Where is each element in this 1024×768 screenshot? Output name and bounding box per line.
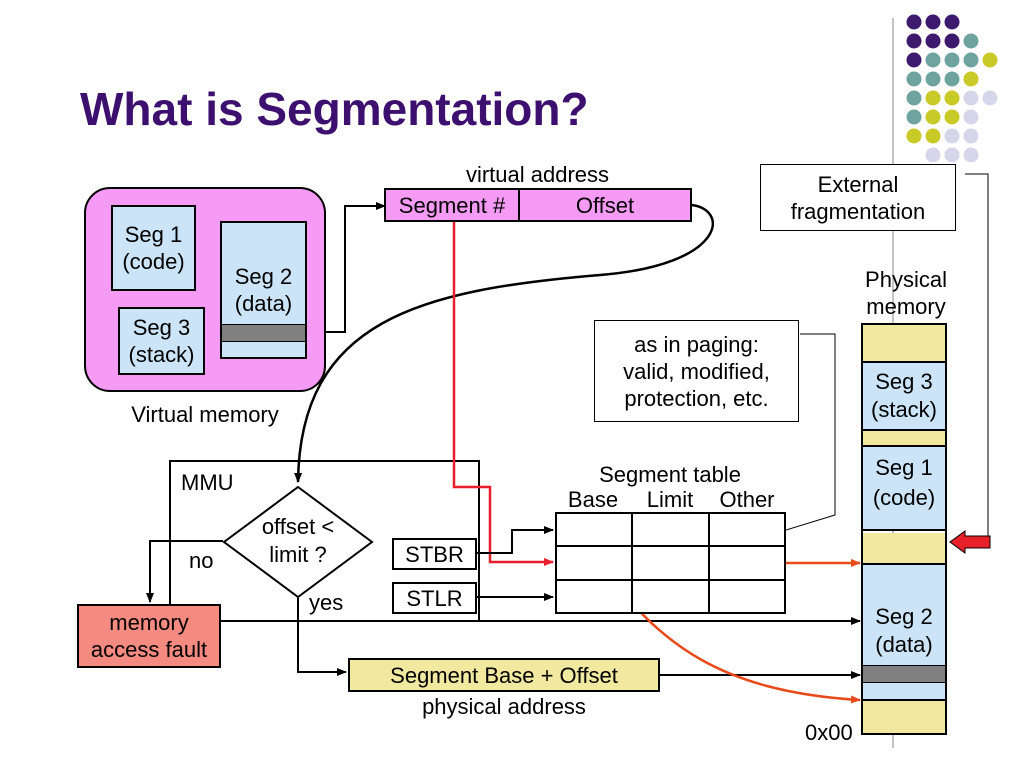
decorative-dot bbox=[963, 147, 979, 162]
fragmentation-note-connector bbox=[965, 173, 989, 540]
arrow-vm-to-segment bbox=[307, 202, 386, 333]
paging-note-connector bbox=[759, 333, 836, 539]
segment-table-header-limit: Limit bbox=[646, 487, 694, 512]
phys-seg3: Seg 3 (stack) bbox=[863, 363, 945, 431]
decorative-dot bbox=[925, 14, 941, 30]
stlr-register: STLR bbox=[392, 582, 477, 614]
decorative-dot bbox=[906, 33, 922, 49]
decorative-dot bbox=[925, 90, 941, 106]
decorative-dot bbox=[963, 128, 979, 144]
offset-field: Offset bbox=[518, 188, 692, 222]
physical-base-address: 0x00 bbox=[805, 720, 853, 745]
vm-seg3-box: Seg 3 (stack) bbox=[118, 307, 205, 375]
decorative-dot bbox=[963, 52, 979, 68]
virtual-address-caption: virtual address bbox=[465, 162, 610, 187]
arrow-stbr-to-table bbox=[477, 526, 554, 554]
decorative-dot bbox=[963, 71, 979, 87]
segment-number-field: Segment # bbox=[384, 188, 520, 222]
phys-free-top bbox=[863, 325, 945, 363]
decorative-dot bbox=[944, 128, 960, 144]
phys-seg1: Seg 1 (code) bbox=[863, 447, 945, 531]
no-branch-label: no bbox=[189, 548, 214, 573]
decorative-dot bbox=[963, 90, 979, 106]
vm-seg1-box: Seg 1 (code) bbox=[111, 205, 196, 291]
decorative-dot bbox=[925, 128, 941, 144]
decorative-dot bbox=[944, 90, 960, 106]
decorative-dot bbox=[944, 33, 960, 49]
decorative-dot bbox=[944, 52, 960, 68]
phys-seg2: Seg 2 (data) bbox=[875, 604, 933, 657]
decorative-dot bbox=[925, 33, 941, 49]
segment-table-header-other: Other bbox=[719, 487, 775, 512]
segment-table-row bbox=[554, 545, 787, 581]
decorative-dot bbox=[906, 71, 922, 87]
decorative-dot bbox=[944, 71, 960, 87]
limit-check-text: offset < limit ? bbox=[261, 514, 335, 567]
decorative-dot bbox=[925, 147, 941, 162]
vm-seg2-highlight bbox=[222, 324, 305, 342]
segment-table-row bbox=[554, 578, 787, 615]
decorative-dot bbox=[944, 14, 960, 30]
segment-table-header-base: Base bbox=[567, 487, 619, 512]
phys-free-1 bbox=[863, 431, 945, 447]
arrow-yes-to-address bbox=[297, 598, 347, 676]
yes-branch-label: yes bbox=[309, 590, 344, 615]
slide-title: What is Segmentation? bbox=[80, 83, 589, 135]
paging-note: as in paging: valid, modified, protectio… bbox=[594, 320, 799, 422]
arrow-segment-to-table bbox=[452, 222, 554, 566]
phys-seg2-highlight bbox=[863, 665, 945, 683]
decorative-dot bbox=[944, 109, 960, 125]
decorative-dot bbox=[963, 109, 979, 125]
physical-address-caption: physical address bbox=[422, 694, 586, 719]
decorative-dot bbox=[925, 109, 941, 125]
arrow-offset-to-check bbox=[294, 203, 715, 483]
phys-free-bottom bbox=[863, 701, 945, 733]
decorative-dot-grid bbox=[900, 12, 1024, 162]
fragmentation-arrow-icon bbox=[949, 530, 991, 554]
arrow-no-to-fault bbox=[146, 540, 223, 603]
decorative-dot bbox=[925, 52, 941, 68]
memory-access-fault-box: memory access fault bbox=[77, 604, 221, 668]
dot-grid-graphic bbox=[906, 14, 998, 162]
phys-seg2-block: Seg 2 (data) bbox=[863, 565, 945, 701]
vm-seg2-box: Seg 2 (data) bbox=[220, 221, 307, 359]
decorative-dot bbox=[982, 52, 998, 68]
stbr-register: STBR bbox=[392, 538, 477, 570]
decorative-dot bbox=[906, 90, 922, 106]
vm-seg2-label: Seg 2 (data) bbox=[234, 264, 293, 316]
physical-address-box: Segment Base + Offset bbox=[348, 658, 660, 692]
decorative-dot bbox=[925, 71, 941, 87]
limit-check-diamond: offset < limit ? bbox=[222, 485, 374, 599]
virtual-memory-caption: Virtual memory bbox=[131, 402, 279, 427]
diamond-shape bbox=[222, 485, 374, 599]
segment-table-caption: Segment table bbox=[599, 462, 741, 487]
decorative-dot bbox=[906, 128, 922, 144]
physical-memory-caption: Physical memory bbox=[865, 267, 947, 319]
decorative-dot bbox=[944, 147, 960, 162]
physical-memory-column: Seg 3 (stack) Seg 1 (code) Seg 2 (data) bbox=[861, 323, 947, 735]
decorative-dot bbox=[906, 109, 922, 125]
external-fragmentation-note: External fragmentation bbox=[760, 164, 956, 231]
decorative-dot bbox=[906, 14, 922, 30]
decorative-dot bbox=[982, 90, 998, 106]
phys-free-fragment bbox=[863, 533, 945, 565]
decorative-dot bbox=[963, 33, 979, 49]
segment-table-row bbox=[554, 511, 787, 548]
mmu-label: MMU bbox=[181, 470, 234, 495]
decorative-dot bbox=[906, 52, 922, 68]
segment-table bbox=[554, 511, 787, 615]
